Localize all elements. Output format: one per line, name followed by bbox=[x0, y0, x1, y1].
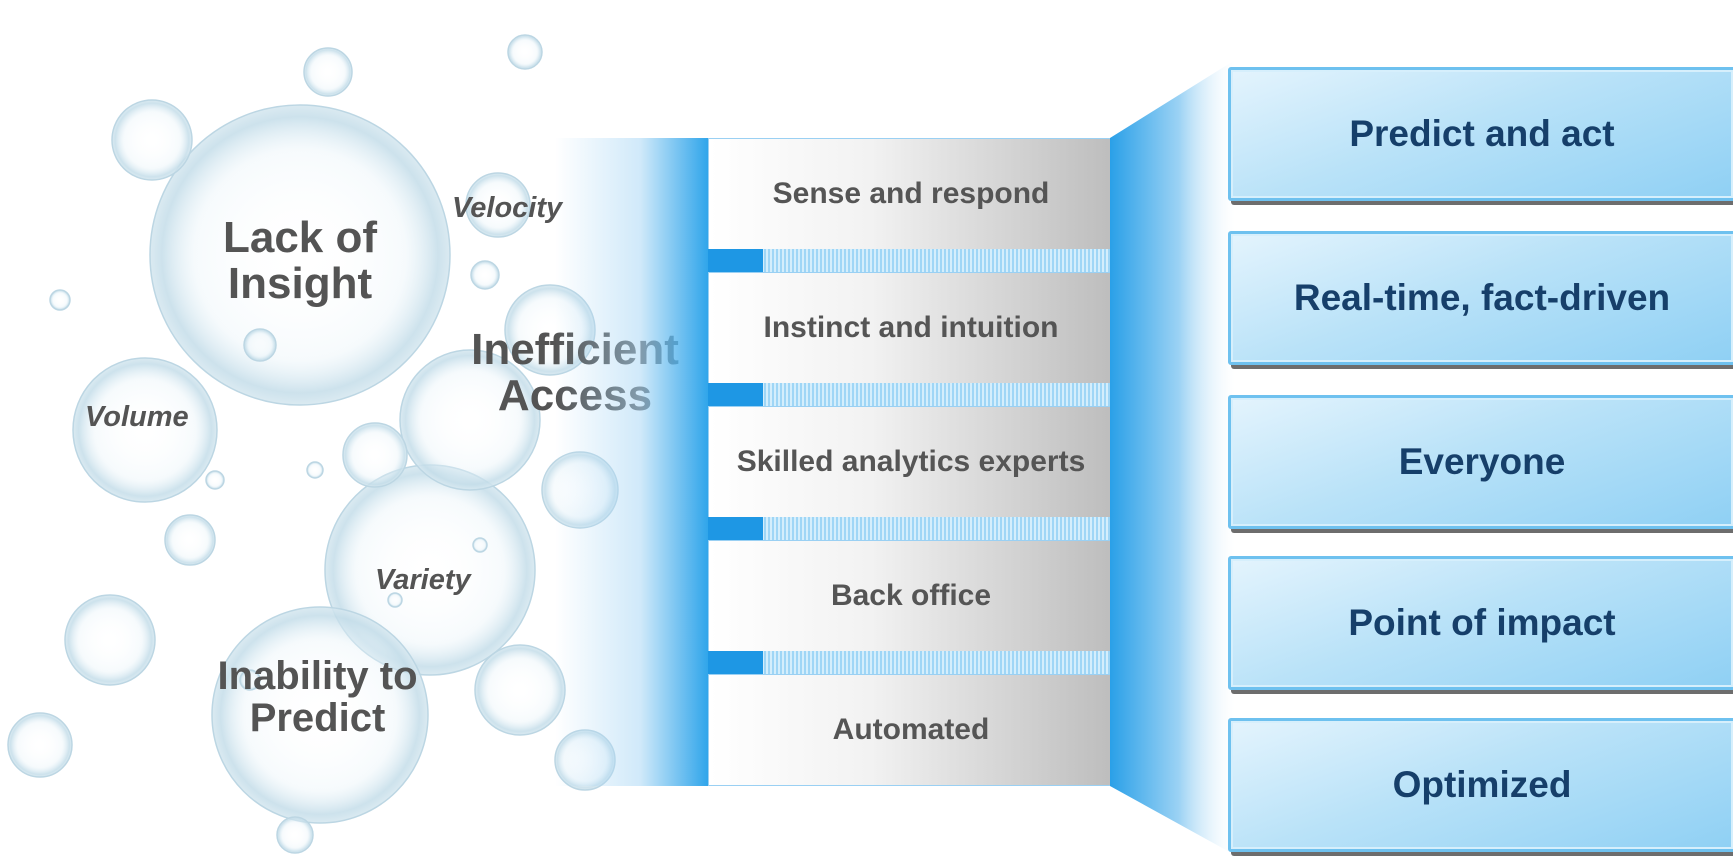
bubble bbox=[239, 669, 261, 691]
bubble bbox=[465, 172, 531, 238]
stack-separator bbox=[708, 383, 1114, 407]
bubble bbox=[399, 349, 541, 491]
outcome-box: Optimized bbox=[1228, 718, 1733, 852]
bubble bbox=[474, 644, 566, 736]
bubble bbox=[472, 537, 488, 553]
stack-item: Back office bbox=[708, 540, 1114, 652]
stack-separator bbox=[708, 249, 1114, 273]
bubble bbox=[243, 328, 277, 362]
bubble bbox=[149, 104, 451, 406]
bubble bbox=[306, 461, 324, 479]
bubble bbox=[276, 816, 314, 854]
stack-item: Automated bbox=[708, 674, 1114, 786]
bubble bbox=[387, 592, 403, 608]
bubble bbox=[211, 606, 429, 824]
bubble bbox=[49, 289, 71, 311]
bubble bbox=[111, 99, 193, 181]
current-state-stack: Sense and respond Instinct and intuition… bbox=[708, 138, 1114, 786]
outcome-box: Everyone bbox=[1228, 395, 1733, 529]
bubble bbox=[507, 34, 543, 70]
v-word-volume: Volume bbox=[85, 401, 189, 433]
theme-lack-of-insight: Lack of Insight bbox=[222, 213, 378, 309]
bubble bbox=[342, 422, 408, 488]
bubble bbox=[205, 470, 225, 490]
outcome-box: Predict and act bbox=[1228, 67, 1733, 201]
bubble bbox=[7, 712, 73, 778]
bubble bbox=[164, 514, 216, 566]
expansion-wedge bbox=[1110, 60, 1235, 855]
stack-item: Instinct and intuition bbox=[708, 272, 1114, 384]
stack-separator bbox=[708, 651, 1114, 675]
stack-gradient-panel bbox=[555, 138, 710, 786]
bubble bbox=[64, 594, 156, 686]
stack-item: Skilled analytics experts bbox=[708, 406, 1114, 518]
bubble bbox=[303, 47, 353, 97]
v-word-velocity: Velocity bbox=[452, 192, 563, 224]
stack-separator bbox=[708, 517, 1114, 541]
bubble bbox=[470, 260, 500, 290]
v-word-variety: Variety bbox=[375, 564, 471, 596]
bubble bbox=[72, 357, 218, 503]
outcome-box: Point of impact bbox=[1228, 556, 1733, 690]
theme-inability-to-predict: Inability to Predict bbox=[217, 654, 418, 740]
outcome-box: Real-time, fact-driven bbox=[1228, 231, 1733, 365]
stack-item: Sense and respond bbox=[708, 138, 1114, 250]
